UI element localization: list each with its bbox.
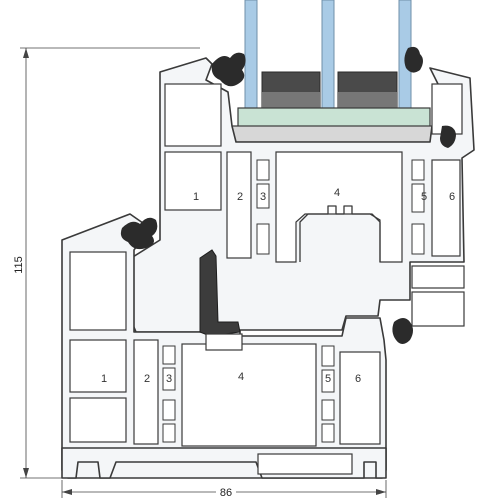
gaskets — [120, 46, 456, 344]
sash-slot-3a — [256, 159, 270, 181]
frame-foot-chamber — [257, 453, 353, 475]
frame-slot-5a — [321, 345, 335, 367]
glazing-block — [237, 107, 431, 129]
frame-label-6: 6 — [355, 373, 361, 385]
sash-labels: 1 2 3 4 5 6 — [193, 187, 455, 203]
height-dimension-label: 115 — [13, 256, 25, 274]
frame-label-4: 4 — [238, 371, 244, 383]
glazing-unit — [231, 0, 437, 143]
spacer-seal-right — [338, 92, 397, 108]
sash-label-6: 6 — [449, 191, 455, 203]
sash-chamber-lower-right — [411, 265, 465, 289]
width-dimension-label: 86 — [220, 487, 232, 499]
gasket-top-left — [211, 52, 246, 87]
gasket-right-upper — [440, 125, 456, 148]
frame-label-5: 5 — [325, 373, 331, 385]
frame-slot-3c — [162, 399, 176, 421]
width-dimension: 86 — [61, 480, 387, 499]
steel-reinforcement — [199, 249, 241, 337]
frame-chamber-4 — [181, 343, 317, 447]
sash-slot-3c — [256, 223, 270, 255]
glazing-block-base — [231, 125, 437, 143]
sash-label-5: 5 — [421, 191, 427, 203]
frame-chamber-1-top — [69, 251, 127, 331]
frame-slot-3a — [162, 345, 176, 365]
sash-chamber-lower-right-2 — [411, 291, 465, 327]
frame-label-1: 1 — [101, 373, 107, 385]
sash-chamber-1-top — [164, 83, 222, 147]
frame-slot-5c — [321, 399, 335, 421]
sash-chamber-1 — [164, 151, 222, 211]
frame-profile — [61, 213, 387, 479]
spacer-seal-left — [262, 92, 320, 108]
frame-chamber-1-bottom — [69, 397, 127, 443]
frame-chamber-1 — [69, 339, 127, 393]
frame-lug — [205, 333, 243, 351]
frame-slot-3b — [162, 367, 176, 391]
frame-slot-5b — [321, 369, 335, 393]
sash-label-4: 4 — [334, 187, 340, 199]
frame-label-3: 3 — [166, 373, 172, 385]
frame-slot-5d — [321, 423, 335, 443]
frame-label-2: 2 — [144, 373, 150, 385]
sash-slot-5c — [411, 223, 425, 255]
sash-slot-5a — [411, 159, 425, 181]
sash-label-2: 2 — [237, 191, 243, 203]
gasket-mid-left — [120, 217, 158, 250]
sash-chamber-right-top — [431, 83, 463, 135]
frame-chamber-2 — [133, 339, 159, 445]
sash-chamber-2 — [226, 151, 252, 259]
frame-chamber-6 — [339, 351, 381, 445]
sash-label-1: 1 — [193, 191, 199, 203]
frame-slot-3d — [162, 423, 176, 443]
sash-slot-5b — [411, 183, 425, 213]
glass-pane-middle — [321, 0, 335, 111]
gasket-top-right — [404, 46, 423, 73]
glass-pane-left — [244, 0, 258, 111]
gasket-right-lower — [392, 318, 413, 344]
frame-labels: 1 2 3 4 5 6 — [101, 371, 361, 385]
sash-label-3: 3 — [260, 191, 266, 203]
sash-slot-3b — [256, 183, 270, 209]
hardware-groove — [299, 205, 381, 262]
sash-chamber-6 — [431, 159, 461, 257]
height-dimension: 115 — [13, 47, 200, 479]
